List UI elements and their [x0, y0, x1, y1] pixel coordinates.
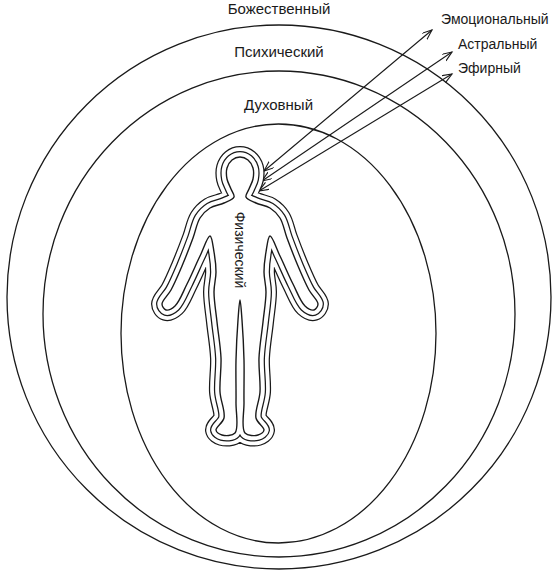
divine-ring: БожественныйПсихическийДуховныйФизически…: [6, 24, 552, 570]
aura-contour: [162, 157, 318, 436]
layer-label: Эмоциональный: [441, 11, 549, 28]
ring-label: Психический: [42, 43, 516, 61]
aura-contour: [162, 157, 318, 436]
body-outline: [150, 140, 330, 450]
ring-outline: [42, 70, 516, 558]
ring-outline: [120, 123, 437, 544]
layer-label: Эфирный: [458, 60, 521, 77]
body-label: Физический: [232, 212, 248, 289]
body-silhouette: [162, 157, 318, 436]
ring-ellipse: [43, 71, 515, 557]
human-figure: Физический: [150, 140, 330, 450]
psychic-ring: ПсихическийДуховныйФизический: [42, 70, 516, 558]
aura-contour: [162, 157, 318, 436]
ring-label: Духовный: [120, 96, 437, 114]
spiritual-ring: ДуховныйФизический: [120, 123, 437, 544]
ring-ellipse: [121, 124, 436, 543]
double-arrow: [259, 74, 452, 191]
ring-ellipse: [7, 25, 551, 569]
aura-contour: [162, 157, 318, 436]
layer-label: Астральный: [458, 36, 537, 53]
